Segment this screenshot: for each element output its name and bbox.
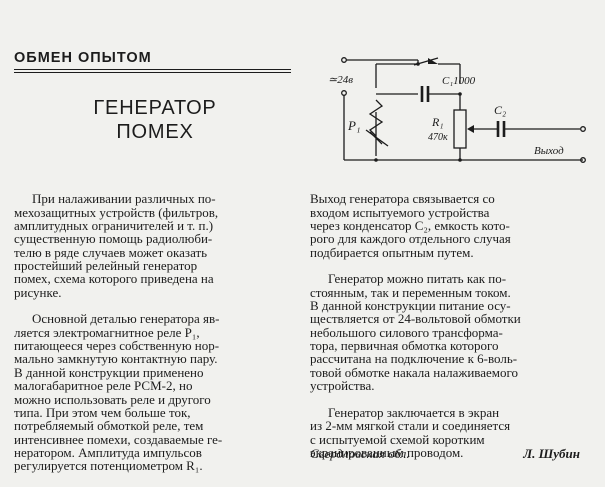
relay-coil-zigzag	[368, 99, 384, 137]
supply-terminal-bottom	[341, 90, 347, 96]
relay-label: P₁	[347, 118, 360, 133]
paragraph-relay: Основной деталью генератора яв- ляется э…	[14, 311, 223, 474]
article-title: ГЕНЕРАТОР ПОМЕХ	[80, 96, 230, 144]
paragraph-shield: Генератор заключается в экран из 2-мм мя…	[310, 404, 511, 460]
paragraph-output: Выход генератора связывается со входом и…	[310, 191, 511, 260]
article-title-line2: ПОМЕХ	[116, 121, 194, 143]
junction-coil-top	[416, 62, 420, 66]
article-title-line1: ГЕНЕРАТОР	[93, 97, 217, 119]
output-terminal	[580, 126, 586, 132]
potentiometer-r1	[453, 109, 467, 149]
article-column-right: Выход генератора связывается со входом и…	[310, 179, 580, 473]
r1-value: 470к	[428, 132, 448, 143]
rubric-rule-bottom	[14, 72, 291, 74]
supply-label: ≃24в	[328, 74, 353, 86]
signature-city: Свердловская обл.	[310, 446, 410, 461]
supply-terminal-top	[341, 57, 347, 63]
c2-label: C₂	[494, 103, 506, 117]
rubric-heading: ОБМЕН ОПЫТОМ	[14, 50, 152, 66]
signature-author: Л. Шубин	[523, 446, 580, 461]
output-ground-terminal	[580, 157, 586, 163]
paragraph-power: Генератор можно питать как по- стоянным,…	[310, 271, 521, 394]
article-column-left: При налаживании различных по- мехозащитн…	[14, 179, 292, 486]
junction-ground-coil	[374, 158, 378, 162]
r1-label: R₁	[431, 115, 444, 129]
junction-ground-r1	[458, 158, 462, 162]
paragraph-intro: При налаживании различных по- мехозащитн…	[14, 191, 219, 300]
relay-coil-arrow	[365, 129, 389, 147]
potentiometer-wiper	[467, 125, 474, 133]
relay-contact-pivot	[428, 58, 438, 64]
output-label: Выход	[534, 145, 564, 157]
c1-label: C₁1000	[442, 75, 476, 87]
rubric-rule-top	[14, 69, 291, 71]
circuit-schematic: ≃24в P₁ C₁1000 R₁ 470к C₂ Выход	[328, 57, 586, 163]
